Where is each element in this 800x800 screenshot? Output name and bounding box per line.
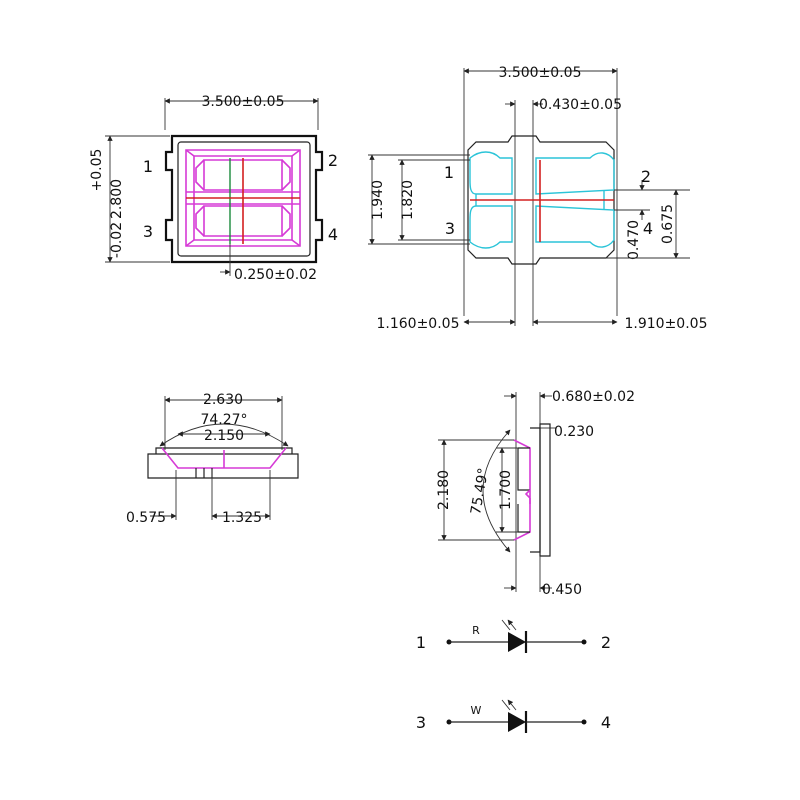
end-inner-height-dim: 1.700 [498,470,514,510]
top-pin-1: 1 [143,157,153,176]
bottom-edge-dim: 0.675 [660,204,676,244]
end-base-dim: 0.450 [542,582,582,598]
top-pin-4: 4 [328,225,338,244]
top-pin-2: 2 [328,151,338,170]
bottom-pin-1: 1 [444,163,454,182]
top-body-outline [164,134,324,264]
bottom-pad-gap-dim: 0.430±0.05 [539,97,622,113]
bottom-pin-2: 2 [641,167,651,186]
bottom-right-offset-dim: 1.910±0.05 [625,316,708,332]
led-w-symbol-icon [508,712,526,732]
bottom-pin-4: 4 [643,219,653,238]
top-tol-lower: -0.02 [109,222,125,258]
end-thickness-dim: 0.680±0.02 [552,389,635,405]
top-pin-3: 3 [143,222,153,241]
schematic-2-cathode-pin: 4 [601,713,611,732]
top-width-dim: 3.500±0.05 [202,94,285,110]
bottom-outer-height-dim: 1.940 [370,180,386,220]
bottom-pin-3: 3 [445,219,455,238]
led-r-symbol-icon [508,632,526,652]
schematic-1-anode-pin: 1 [416,633,426,652]
bottom-pad-height-dim: 0.470 [626,220,642,260]
end-lens-depth-dim: 0.230 [554,424,594,440]
schematic-2-anode-pin: 3 [416,713,426,732]
top-gap-dim: 0.250±0.02 [234,267,317,283]
schematic-1-label: R [472,624,480,637]
side-left-dim: 0.575 [126,510,166,526]
schematic-1-cathode-pin: 2 [601,633,611,652]
side-inner-width-dim: 2.150 [204,428,244,444]
top-view: 3.500±0.05 2.800 +0.05 -0.02 0.250 [89,94,338,283]
side-body-outline [147,453,299,479]
bottom-left-offset-dim: 1.160±0.05 [377,316,460,332]
schematic-2-label: W [471,704,482,717]
side-angle-dim: 74.27° [200,412,247,428]
schematic-circuit-2: 3 4 W [416,700,611,733]
bottom-width-dim: 3.500±0.05 [499,65,582,81]
bottom-pads [469,151,615,249]
end-angle-dim: 75.49° [468,467,492,516]
end-outer-height-dim: 2.180 [436,470,452,510]
side-right-dim: 1.325 [222,510,262,526]
bottom-view: 3.500±0.05 0.430±0.05 1.940 1.820 [368,65,707,332]
side-top-width-dim: 2.630 [203,392,243,408]
top-height-dim: 2.800 [109,179,125,219]
end-view: 0.680±0.02 0.230 2.180 75.49° 1.700 0.45… [436,389,635,598]
end-body-outline [539,423,551,557]
side-view: 2.630 74.27° 2.150 0.575 1.325 [126,392,299,526]
schematic-circuit-1: 1 2 R [416,620,611,653]
bottom-inner-height-dim: 1.820 [400,180,416,220]
top-tol-upper: +0.05 [89,149,105,192]
